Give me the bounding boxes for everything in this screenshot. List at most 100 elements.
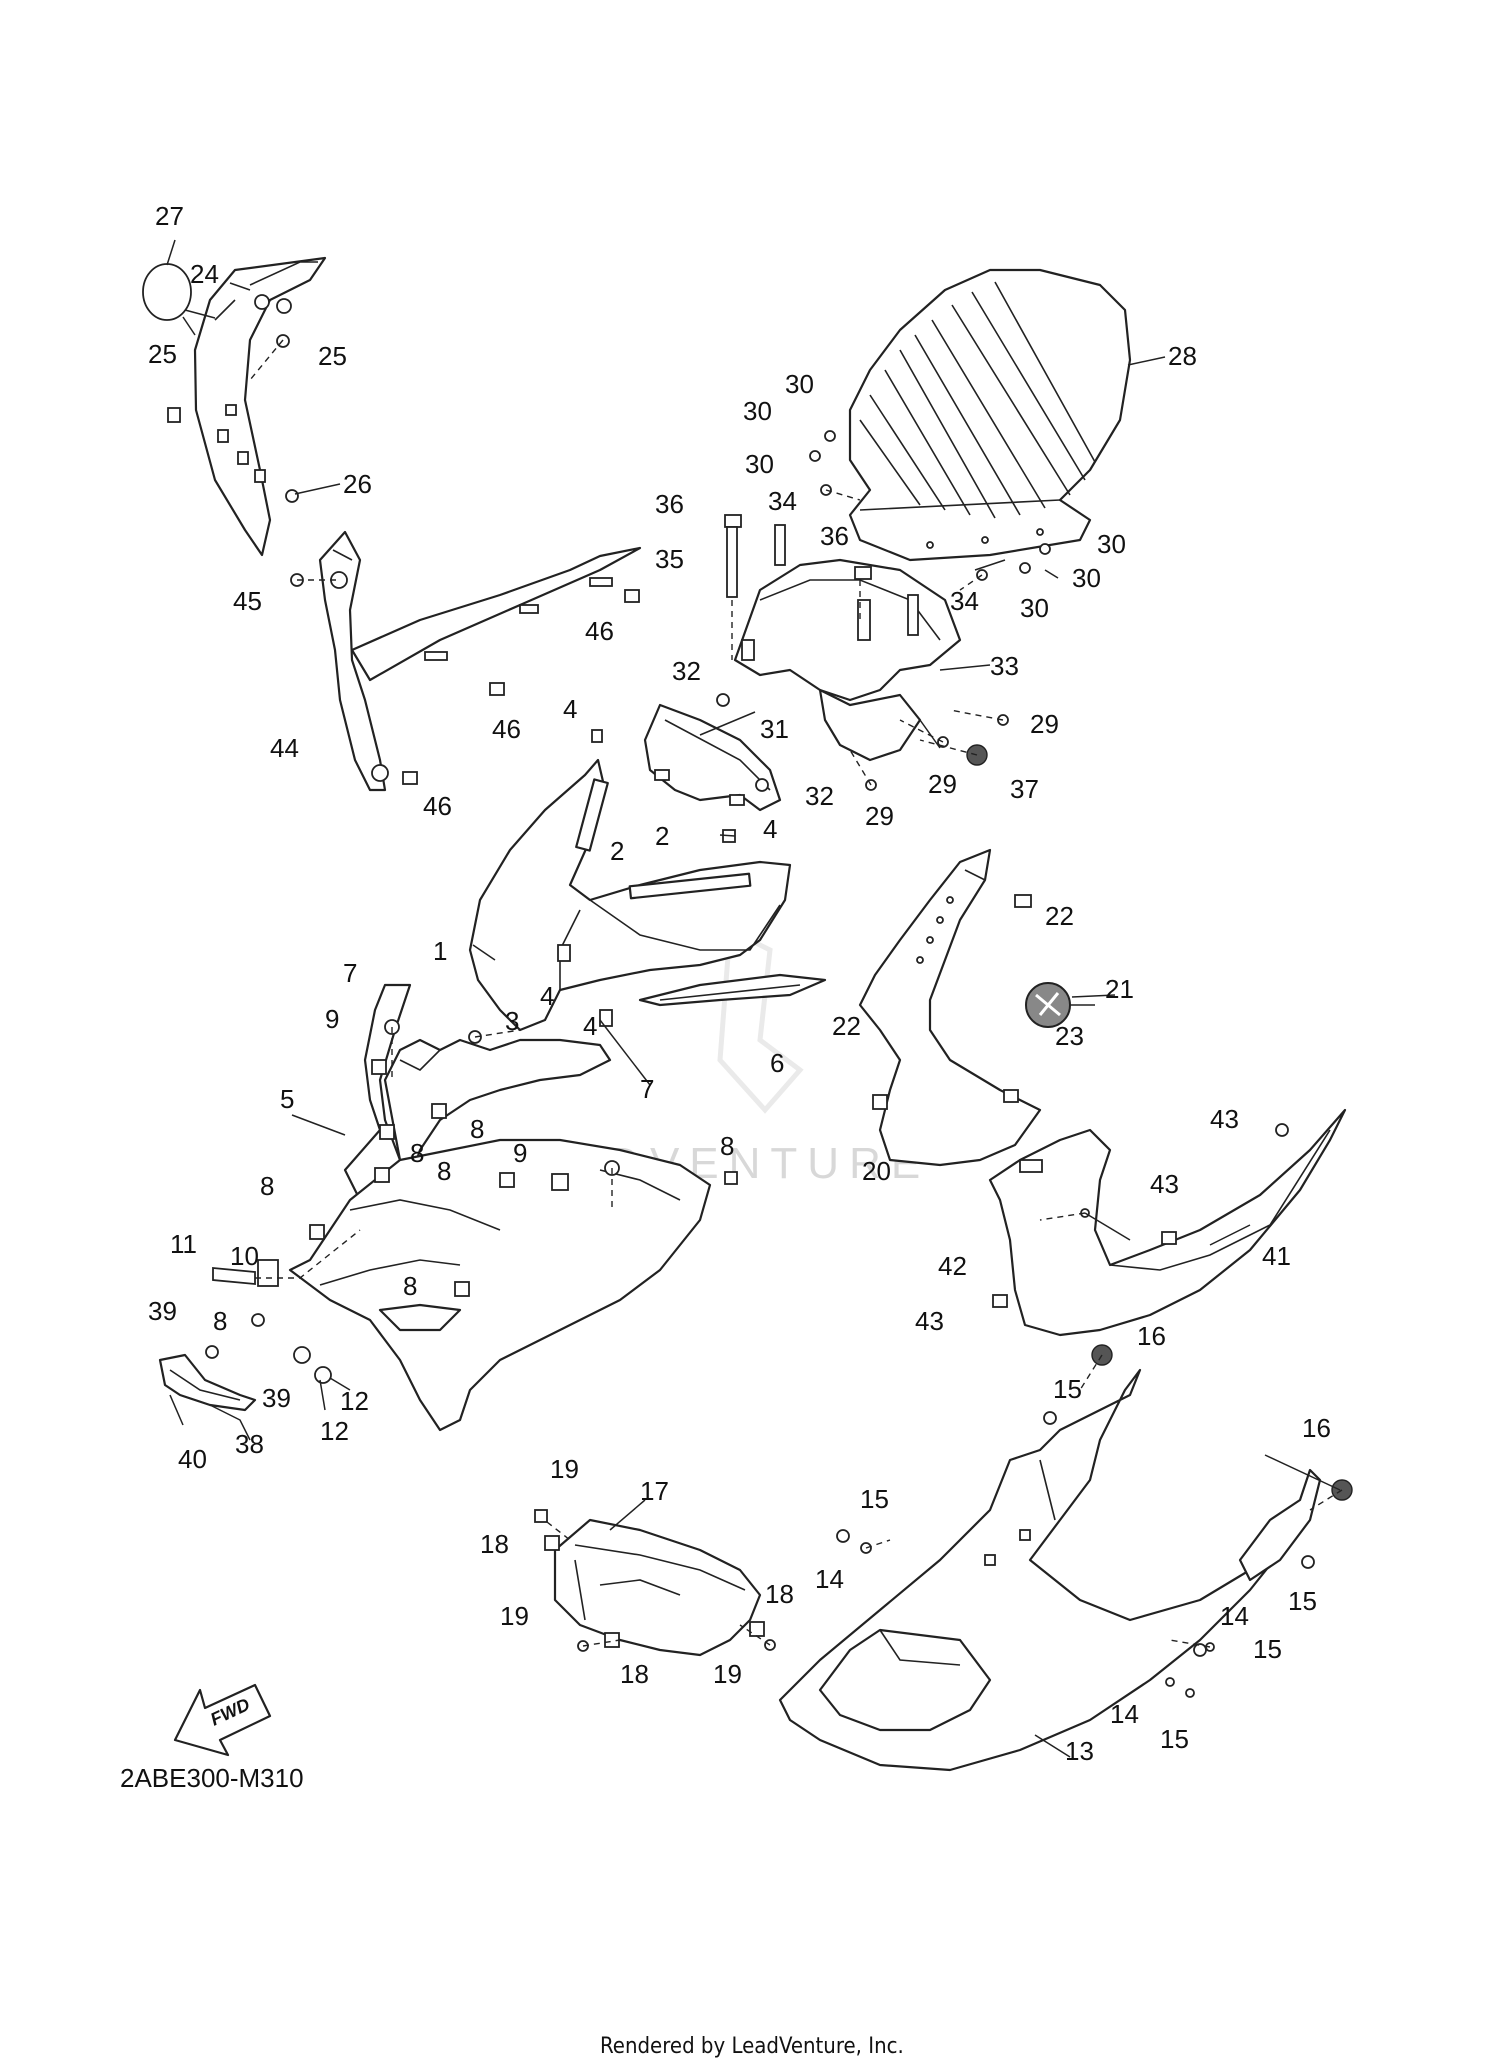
label-32: 32 [805, 781, 834, 811]
footer-credit: Rendered by LeadVenture, Inc. [600, 2034, 904, 2059]
label-43: 43 [915, 1306, 944, 1336]
label-8: 8 [437, 1156, 451, 1186]
label-32: 32 [672, 656, 701, 686]
label-4: 4 [763, 814, 777, 844]
inner-panel-24 [193, 256, 327, 557]
label-3: 3 [505, 1006, 519, 1036]
label-2: 2 [655, 821, 669, 851]
seal-27 [142, 263, 192, 321]
label-34: 34 [950, 586, 979, 616]
label-36: 36 [655, 489, 684, 519]
label-8: 8 [403, 1271, 417, 1301]
diagram-code: 2ABE300-M310 [120, 1763, 304, 1793]
label-15: 15 [860, 1484, 889, 1514]
label-30: 30 [745, 449, 774, 479]
watermark-logo [717, 926, 804, 1114]
leader-lines [166, 239, 1341, 1758]
bracket-33 [733, 558, 962, 762]
label-12: 12 [340, 1386, 369, 1416]
label-23: 23 [1055, 1021, 1084, 1051]
label-19: 19 [713, 1659, 742, 1689]
emblem-6 [638, 973, 827, 1007]
label-14: 14 [1110, 1699, 1139, 1729]
label-17: 17 [640, 1476, 669, 1506]
label-31: 31 [760, 714, 789, 744]
label-4: 4 [583, 1011, 597, 1041]
side-panel-20 [858, 848, 1042, 1167]
lower-side-panel-41 [988, 1108, 1347, 1337]
label-46: 46 [423, 791, 452, 821]
label-30: 30 [1097, 529, 1126, 559]
label-43: 43 [1150, 1169, 1179, 1199]
label-8: 8 [213, 1306, 227, 1336]
windscreen-hatching [859, 281, 1096, 519]
label-29: 29 [865, 801, 894, 831]
under-cover-13 [778, 1368, 1322, 1772]
label-35: 35 [655, 544, 684, 574]
windscreen-28 [848, 268, 1132, 562]
label-41: 41 [1262, 1241, 1291, 1271]
label-5: 5 [280, 1084, 294, 1114]
label-37: 37 [1010, 774, 1039, 804]
label-36: 36 [820, 521, 849, 551]
label-14: 14 [815, 1564, 844, 1594]
label-8: 8 [410, 1138, 424, 1168]
bracket-38 [158, 1353, 257, 1412]
label-33: 33 [990, 651, 1019, 681]
label-29: 29 [928, 769, 957, 799]
label-15: 15 [1288, 1586, 1317, 1616]
label-16: 16 [1137, 1321, 1166, 1351]
label-25: 25 [318, 341, 347, 371]
bracket-31 [643, 703, 782, 812]
label-8: 8 [260, 1171, 274, 1201]
label-22: 22 [1045, 901, 1074, 931]
label-15: 15 [1053, 1374, 1082, 1404]
label-43: 43 [1210, 1104, 1239, 1134]
label-20: 20 [862, 1156, 891, 1186]
label-4: 4 [563, 694, 577, 724]
label-14: 14 [1220, 1601, 1249, 1631]
label-18: 18 [480, 1529, 509, 1559]
label-9: 9 [513, 1138, 527, 1168]
label-44: 44 [270, 733, 299, 763]
label-24: 24 [190, 259, 219, 289]
label-19: 19 [500, 1601, 529, 1631]
label-45: 45 [233, 586, 262, 616]
label-9: 9 [325, 1004, 339, 1034]
label-39: 39 [262, 1383, 291, 1413]
label-30: 30 [785, 369, 814, 399]
label-21: 21 [1105, 974, 1134, 1004]
part-labels: 27 24 25 25 26 45 46 46 46 44 28 30 30 3… [148, 201, 1331, 1766]
label-27: 27 [155, 201, 184, 231]
label-25: 25 [148, 339, 177, 369]
label-30: 30 [1020, 593, 1049, 623]
front-cowl-1 [468, 758, 792, 1032]
label-1: 1 [433, 936, 447, 966]
label-40: 40 [178, 1444, 207, 1474]
alignment-lines [249, 339, 1343, 1648]
label-19: 19 [550, 1454, 579, 1484]
storage-box-17 [553, 1518, 762, 1657]
label-46: 46 [585, 616, 614, 646]
label-30: 30 [1072, 563, 1101, 593]
label-29: 29 [1030, 709, 1059, 739]
label-46: 46 [492, 714, 521, 744]
label-18: 18 [765, 1579, 794, 1609]
label-22: 22 [832, 1011, 861, 1041]
label-7: 7 [343, 958, 357, 988]
label-15: 15 [1253, 1634, 1282, 1664]
label-8: 8 [470, 1114, 484, 1144]
label-15: 15 [1160, 1724, 1189, 1754]
side-bracket-44 [318, 530, 642, 792]
label-7: 7 [640, 1074, 654, 1104]
label-30: 30 [743, 396, 772, 426]
label-42: 42 [938, 1251, 967, 1281]
label-18: 18 [620, 1659, 649, 1689]
label-34: 34 [768, 486, 797, 516]
label-26: 26 [343, 469, 372, 499]
label-39: 39 [148, 1296, 177, 1326]
label-4: 4 [540, 981, 554, 1011]
label-13: 13 [1065, 1736, 1094, 1766]
label-6: 6 [770, 1048, 784, 1078]
